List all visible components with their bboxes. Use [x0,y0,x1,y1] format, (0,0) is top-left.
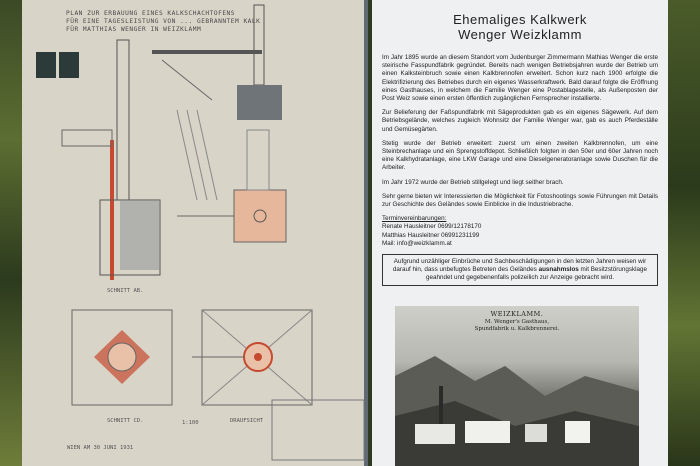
contact-header: Terminvereinbarungen: [382,215,447,223]
blueprint-drawing [36,4,365,461]
hatch-2 [186,109,208,201]
label-scale: 1:100 [182,420,199,426]
info-title: Ehemaliges Kalkwerk Wenger Weizklamm [382,12,658,42]
plan-square-top [233,189,287,243]
label-section-cd: SCHNITT CD. [107,418,144,424]
contact-line-1: Renate Hausleitner 0699/12178170 [382,223,482,231]
top-house [237,85,282,120]
plan-bottom-left [71,309,173,406]
section-tower [246,129,270,191]
title-block [271,399,365,461]
blueprint-title-line3: FÜR MATTHIAS WENGER IN WEIZKLAMM [66,26,202,33]
info-paragraph-2: Zur Belieferung der Faßspundfabrik mit S… [382,109,658,133]
hatch-3 [196,109,218,201]
valley-shape [395,401,639,466]
contact-line-2: Matthias Hausleitner 06991231199 [382,231,480,239]
historic-caption-sub: M. Wenger's Gasthaus, Spundfabrik u. Kal… [395,319,639,333]
stamp-right [59,52,79,78]
incline-line [161,59,213,101]
chimney-red-line [110,140,114,280]
warning-text-pre: Aufgrund unzähliger Einbrüche und Sachbe… [392,258,647,274]
contact-block: Terminvereinbarungen: Renate Hausleitner… [382,215,658,248]
info-paragraph-3: Stetig wurde der Betrieb erweitert: zuer… [382,139,658,172]
kiln-shading [120,200,160,270]
plan-circle-top [253,209,267,223]
historic-caption-1: WEIZKLAMM. [490,310,544,318]
historic-caption-2: M. Wenger's Gasthaus, [484,319,550,325]
info-paragraph-5: Sehr gerne bieten wir Interessierten die… [382,192,658,209]
warning-text-bold: ausnahmslos [538,266,579,274]
photo-building-2 [465,421,510,443]
foliage-right [666,0,700,466]
warning-box: Aufgrund unzähliger Einbrüche und Sachbe… [382,254,658,287]
contact-line-3: Mail: info@weizklamm.at [382,239,452,247]
bridge-beam [152,50,262,54]
photo-building-1 [415,424,455,444]
photo-building-3 [525,424,547,442]
blueprint-title-line2: FÜR EINE TAGESLEISTUNG VON ... GEBRANNTE… [66,18,261,25]
info-title-line1: Ehemaliges Kalkwerk [453,12,587,27]
warning-text-post: mit Besitzstörungsklage geahndet und geg… [426,266,648,282]
blueprint-panel: PLAN ZUR ERBAUUNG EINES KALKSCHACHTOFENS… [22,0,368,466]
platform-left [61,129,113,147]
plan-circle-bottom-left [107,342,137,372]
plan-circle-center [254,353,262,361]
info-paragraph-1: Im Jahr 1895 wurde an diesem Standort vo… [382,54,658,103]
info-body: Im Jahr 1895 wurde an diesem Standort vo… [382,54,658,209]
stamp-left [36,52,56,78]
hatch-1 [176,109,198,201]
label-plan: DRAUFSICHT [230,418,264,424]
blueprint-title: PLAN ZUR ERBAUUNG EINES KALKSCHACHTOFENS… [66,10,366,34]
photo-building-4 [565,421,590,443]
blueprint-title-line1: PLAN ZUR ERBAUUNG EINES KALKSCHACHTOFENS [66,10,236,17]
photo-chimney [439,386,443,426]
label-section-ab: SCHNITT AB. [107,288,144,294]
historic-photo: WEIZKLAMM. M. Wenger's Gasthaus, Spundfa… [395,306,639,466]
chimney-small [253,4,265,86]
foliage-left [0,0,22,466]
info-title-line2: Wenger Weizklamm [458,27,582,42]
info-paragraph-4: Im Jahr 1972 wurde der Betrieb stillgele… [382,178,564,186]
label-date: WIEN AM 30 JUNI 1931 [67,445,134,451]
historic-photo-scene [395,356,639,466]
historic-caption-3: Spundfabrik u. Kalkbrennerei. [474,326,560,332]
chimney-outline [116,39,130,201]
